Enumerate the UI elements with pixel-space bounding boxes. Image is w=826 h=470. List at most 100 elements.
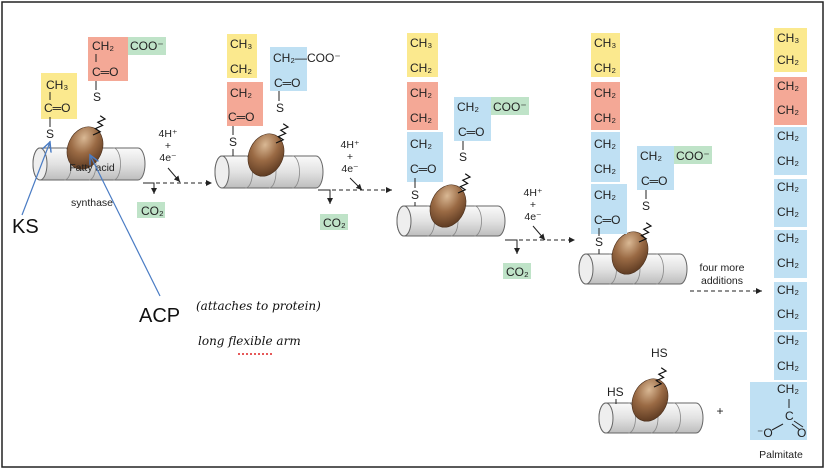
- stage1-cylinder-ring: [113, 147, 121, 181]
- stage4-chain-blue2: [591, 184, 627, 234]
- palmitate-ch2: CH₂: [777, 382, 799, 396]
- stage3-malonyl-co: C═O: [458, 125, 485, 139]
- stage1-ks-s: S: [46, 127, 54, 141]
- palmitate-ch2: CH₂: [777, 79, 799, 93]
- stage2-acp-arm: [275, 123, 290, 144]
- palmitate-carboxyl-double-1: [791, 423, 801, 431]
- palmitate-ch2: CH₂: [777, 180, 799, 194]
- stage3-co2-box: [503, 263, 531, 279]
- stage3-chain-salmon: [407, 82, 438, 130]
- palmitate-label: Palmitate: [759, 449, 803, 461]
- stage2-co2-box: [320, 214, 348, 230]
- stage1-malonyl-coo: COO⁻: [130, 39, 164, 53]
- palmitate-ch2: CH₂: [777, 333, 799, 347]
- stage3-malonyl-coo: COO⁻: [493, 100, 527, 114]
- stage1-acp-s: S: [93, 90, 101, 104]
- four-more-label-2: additions: [701, 275, 743, 287]
- ks-pointer-arrow: [21, 142, 50, 216]
- free-ks-hs: HS: [607, 385, 624, 399]
- acp-annotation: ACP: [139, 305, 180, 327]
- stage4-ch2f: CH₂: [594, 188, 616, 202]
- stage2-protein: [247, 133, 285, 177]
- stage3-ch2d: CH₂: [410, 137, 432, 151]
- stage4-malonyl-ch2: CH₂: [640, 149, 662, 163]
- stage3-plus: +: [530, 199, 536, 211]
- stage4-chain-yellow: [591, 33, 620, 77]
- stage4-ch2b: CH₂: [594, 86, 616, 100]
- stage4-malonyl-box: [637, 146, 674, 190]
- stage4-ch3: CH₃: [594, 36, 616, 50]
- stage1-acetyl-co: C═O: [44, 101, 71, 115]
- stage2-malonyl-ch2coo: CH₂—COO⁻: [273, 51, 341, 65]
- stage1-malonyl-ch2: CH₂: [92, 39, 114, 53]
- stage2-4e: 4e⁻: [341, 163, 359, 175]
- stage1-reductant-arrow: [167, 167, 181, 183]
- stage1-malonyl-box: [88, 37, 128, 81]
- stage3-malonyl-ch2: CH₂: [457, 100, 479, 114]
- palmitate-ch2: CH₂: [777, 307, 799, 321]
- stage4-malonyl-co: C═O: [641, 174, 668, 188]
- palmitate-carboxyl-single: [771, 423, 784, 431]
- stage4-ch2c: CH₂: [594, 111, 616, 125]
- stage3-protein: [429, 184, 467, 228]
- product-plus: +: [716, 404, 723, 418]
- palmitate-ch2: CH₂: [777, 231, 799, 245]
- stage1-co2-box: [137, 202, 165, 218]
- stage4-cylinder-end: [578, 253, 594, 285]
- stage3-malonyl-box: [454, 97, 491, 141]
- stage4-ch2a: CH₂: [594, 61, 616, 75]
- stage2-4h: 4H⁺: [341, 139, 360, 151]
- stage4-co: C═O: [594, 213, 621, 227]
- stage2-cylinder-end: [214, 155, 230, 189]
- stage4-chain-salmon: [591, 82, 620, 130]
- palmitate-ch2: CH₂: [777, 256, 799, 270]
- stage4-ch2d: CH₂: [594, 137, 616, 151]
- stage3-ch2c: CH₂: [410, 111, 432, 125]
- stage3-cylinder-ring: [474, 205, 482, 237]
- stage3-chain-yellow: [407, 33, 438, 77]
- stage4-protein: [611, 231, 649, 275]
- stage2-acp-s: S: [276, 101, 284, 115]
- stage1-enzyme-label-2: synthase: [71, 197, 113, 209]
- palmitate-blue: [774, 127, 807, 175]
- stage1-4e: 4e⁻: [159, 152, 177, 164]
- stage4-ch2e: CH₂: [594, 162, 616, 176]
- free-acp-arm: [653, 367, 668, 388]
- stage3-chain-blue: [407, 132, 443, 182]
- stage3-4h: 4H⁺: [524, 187, 543, 199]
- stage1-enzyme-label-1: Fatty acid: [69, 162, 115, 174]
- stage1-acp-arm: [92, 115, 107, 136]
- ks-annotation: KS: [12, 216, 39, 238]
- palmitate-ch2: CH₂: [777, 103, 799, 117]
- stage3-ch2b: CH₂: [410, 86, 432, 100]
- palmitate-blue: [774, 230, 807, 278]
- palmitate-ch2: CH₂: [777, 283, 799, 297]
- stage1-acetyl-ch3: CH₃: [46, 78, 68, 92]
- stage3-reductant-arrow: [532, 225, 546, 241]
- stage1-malonyl-co: C═O: [92, 65, 119, 79]
- stage2-cylinder-ring: [292, 155, 300, 189]
- stage4-cylinder-ring: [656, 253, 664, 285]
- stage3-4e: 4e⁻: [524, 211, 542, 223]
- acp-pointer-arrow: [90, 155, 161, 297]
- palmitate-salmon: [774, 77, 807, 125]
- palmitate-carboxyl-double-2: [793, 420, 804, 428]
- stage4-chain-blue1: [591, 132, 620, 182]
- stage3-co2-label: CO₂: [506, 265, 529, 279]
- free-protein: [631, 378, 669, 422]
- stage1-co2-label: CO₂: [141, 204, 164, 218]
- stage2-malonyl-co: C═O: [274, 76, 301, 90]
- stage2-co2-label: CO₂: [323, 216, 346, 230]
- stage3-acp-s: S: [459, 150, 467, 164]
- stage2-ch3: CH₃: [230, 37, 252, 51]
- stage1-4h: 4H⁺: [159, 128, 178, 140]
- stage1-coo-box: [128, 37, 166, 55]
- acp-note: (attaches to protein): [196, 299, 321, 313]
- stage3-ch2a: CH₂: [410, 61, 432, 75]
- stage1-cylinder-end: [32, 147, 48, 181]
- stage4-coo-box: [674, 146, 712, 164]
- stage2-malonyl-box: [270, 47, 307, 91]
- palmitate-carboxyl-o-minus: ⁻O: [757, 426, 773, 440]
